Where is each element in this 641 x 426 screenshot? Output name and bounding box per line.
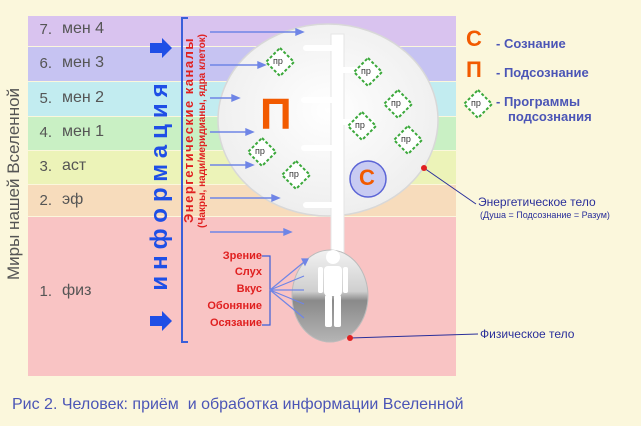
program-label-5: пр bbox=[401, 134, 411, 144]
senses-arrows bbox=[269, 258, 309, 319]
sense-touch: Осязание bbox=[209, 317, 262, 329]
sense-smell: Обоняние bbox=[207, 300, 262, 312]
figure-caption: Рис 2. Человек: приём и обработка информ… bbox=[12, 396, 464, 413]
level-7-number: 7. bbox=[39, 21, 52, 38]
info-arrow-upper bbox=[150, 38, 172, 58]
subconscious-letter: П bbox=[260, 90, 292, 139]
level-2-number: 2. bbox=[39, 192, 52, 209]
program-label-2: пр bbox=[361, 66, 371, 76]
legend-program-diamond bbox=[462, 88, 494, 120]
level-5-number: 5. bbox=[39, 90, 52, 107]
sense-taste: Вкус bbox=[236, 283, 262, 295]
channels-bracket bbox=[181, 17, 188, 343]
legend-programs-text-2: подсознания bbox=[508, 109, 592, 124]
energy-body-ellipse bbox=[217, 23, 439, 217]
energy-channels-vertical-sub: (Чакры, нади/меридианы, ядра клеток) bbox=[197, 33, 208, 229]
senses-bracket bbox=[262, 255, 271, 326]
annotation-pointers bbox=[349, 167, 479, 339]
legend-subconscious-letter: П bbox=[466, 57, 482, 82]
human-figure-icon bbox=[318, 250, 348, 327]
level-6-name: мен 3 bbox=[62, 54, 105, 71]
level-3-number: 3. bbox=[39, 158, 52, 175]
legend-consciousness-letter: С bbox=[466, 26, 482, 51]
level-4-number: 4. bbox=[39, 124, 52, 141]
energy-channels-vertical-label: Энергетические каналы bbox=[181, 37, 196, 223]
level-7-name: мен 4 bbox=[62, 20, 105, 37]
level-3-name: аст bbox=[62, 157, 87, 174]
program-label-3: пр bbox=[391, 98, 401, 108]
legend-program-label: пр bbox=[471, 98, 481, 108]
physical-body-label: Физическое тело bbox=[480, 327, 575, 341]
program-label-1: пр bbox=[273, 56, 283, 66]
physical-body-pointer-dot bbox=[347, 335, 353, 341]
legend-programs-text-1: - Программы bbox=[496, 94, 581, 109]
level-1-name: физ bbox=[62, 282, 92, 299]
program-diamonds bbox=[246, 46, 424, 191]
information-vertical-label: информация bbox=[146, 77, 173, 291]
legend-consciousness-text: - Сознание bbox=[496, 36, 566, 51]
legend-subconscious-text: - Подсознание bbox=[496, 65, 589, 80]
consciousness-letter: С bbox=[359, 165, 375, 190]
energy-body-label: Энергетическое тело bbox=[478, 195, 596, 209]
level-5-name: мен 2 bbox=[62, 89, 105, 106]
level-1-number: 1. bbox=[39, 283, 52, 300]
program-label-4: пр bbox=[355, 120, 365, 130]
consciousness-circle bbox=[349, 160, 387, 198]
sense-hearing: Слух bbox=[234, 266, 262, 278]
level-band-1 bbox=[28, 217, 456, 376]
energy-body-sublabel: (Душа = Подсознание = Разум) bbox=[480, 210, 610, 220]
level-6-number: 6. bbox=[39, 55, 52, 72]
sense-sight: Зрение bbox=[222, 250, 262, 262]
info-arrow-lower bbox=[150, 311, 172, 331]
energy-body-pointer-dot bbox=[421, 165, 427, 171]
level-4-name: мен 1 bbox=[62, 123, 105, 140]
program-label-7: пр bbox=[289, 169, 299, 179]
info-pointer-lines bbox=[210, 27, 305, 237]
level-2-name: эф bbox=[62, 191, 84, 208]
program-label-6: пр bbox=[255, 146, 265, 156]
